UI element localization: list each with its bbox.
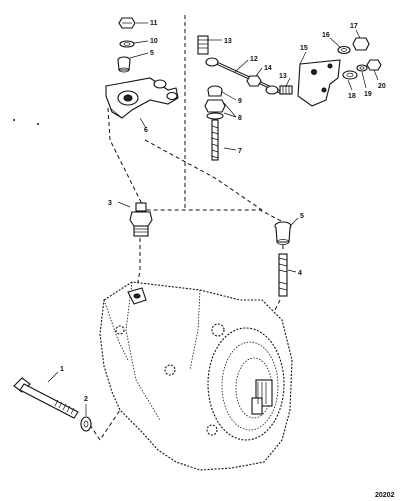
callout-6: 6: [144, 127, 148, 134]
neutral-switch-3: [129, 202, 153, 237]
callout-5-upper: 5: [150, 50, 154, 57]
callout-3: 3: [108, 200, 112, 207]
stray-dot: [37, 123, 39, 125]
bushing-9: [207, 85, 223, 97]
callout-14: 14: [264, 65, 272, 72]
leader-lines: [47, 22, 379, 416]
callout-9: 9: [238, 98, 242, 105]
shift-lever-6: [105, 77, 179, 119]
callout-16: 16: [322, 32, 330, 39]
callout-20: 20: [378, 83, 386, 90]
swivel-13-right: [265, 85, 293, 95]
washer-2: [80, 416, 92, 432]
stud-4: [278, 253, 288, 297]
callout-4: 4: [298, 270, 302, 277]
washer-10: [119, 40, 135, 48]
bolt-1: [13, 377, 79, 419]
callout-13-left: 13: [224, 38, 232, 45]
bracket-15: [297, 59, 341, 107]
callout-17: 17: [350, 23, 358, 30]
nut-11: [118, 17, 136, 29]
swivel-13-left: [197, 35, 219, 67]
washer-16: [337, 45, 351, 55]
bushing-5-lower: [274, 221, 292, 245]
nut-20: [366, 59, 382, 71]
washer-19: [356, 64, 368, 72]
figure-number: 20202: [375, 492, 395, 499]
transmission-housing: [99, 281, 293, 471]
callout-15: 15: [300, 45, 308, 52]
callout-10: 10: [150, 38, 158, 45]
jam-nut-14: [246, 75, 262, 87]
callout-8: 8: [238, 115, 242, 122]
callout-7: 7: [238, 148, 242, 155]
callout-11: 11: [150, 20, 158, 27]
washer-18: [342, 70, 358, 80]
callout-1: 1: [60, 366, 64, 373]
nut-17: [352, 37, 370, 51]
nut-8: [204, 99, 226, 120]
callout-5-lower: 5: [300, 213, 304, 220]
bushing-5-upper: [117, 56, 131, 73]
stray-dot: [13, 119, 15, 121]
callout-19: 19: [364, 91, 372, 98]
stud-7: [211, 119, 219, 161]
callout-13-right: 13: [279, 73, 287, 80]
callout-labels: 11 10 5 6 7 8 9 13 12 14 13 15 16 17 18 …: [60, 20, 395, 499]
callout-12: 12: [250, 56, 258, 63]
callout-18: 18: [348, 93, 356, 100]
callout-2: 2: [84, 396, 88, 403]
